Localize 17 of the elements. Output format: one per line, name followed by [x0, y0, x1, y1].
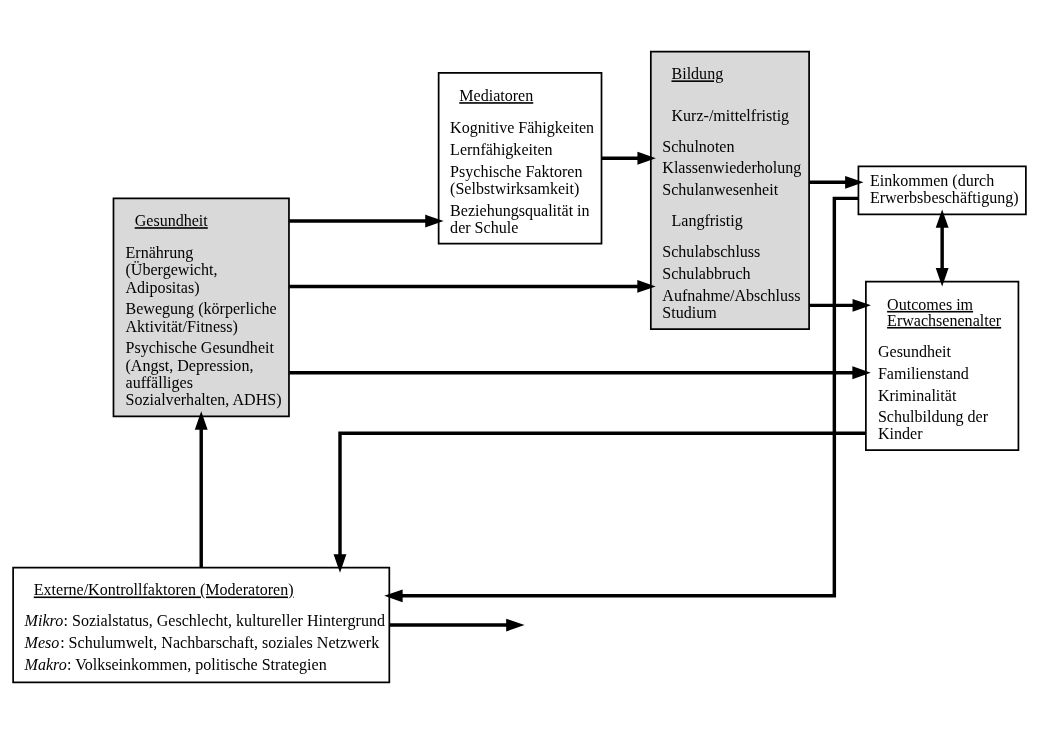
arrow: [809, 175, 864, 189]
arrow: [389, 618, 525, 632]
arrow: [289, 214, 444, 228]
node-box: Externe/Kontrollfaktoren (Moderatoren) Mikro: Sozialstatus, Geschlecht, kultureller Hintergrund Meso: Schulumwelt, Nachbarschaft, soziales Netzwerk Makro: Volkseinkommen, politische Strategien: [12, 566, 391, 684]
node-box: Gesundheit Ernährung (Übergewicht, Adipositas) Bewegung (körperliche Aktivität/Fitness) Psychische Gesundheit (Angst, Depression, auffälliges Sozialverhalten, ADHS): [112, 197, 290, 418]
arrow: [601, 151, 656, 165]
node-box: Bildung Kurz-/mittelfristig Schulnoten Klassenwiederholung Schulanwesenheit Langfristig Schulabschluss Schulabbruch Aufnahme/Abschluss Studium: [649, 50, 810, 330]
node-box: Outcomes im Erwachsenenalter Gesundheit Familienstand Kriminalität Schulbildung der Kinder: [865, 280, 1020, 451]
arrow: [809, 298, 871, 312]
node-box: Einkommen (durch Erwerbsbeschäftigung): [857, 165, 1027, 216]
arrow: [194, 411, 208, 568]
arrow: [289, 280, 656, 293]
arrow: [935, 209, 949, 287]
arrow: [384, 196, 859, 603]
node-box: Mediatoren Kognitive Fähigkeiten Lernfähigkeiten Psychische Faktoren (Selbstwirksamkeit) Beziehungsqualität in der Schule: [437, 71, 603, 245]
arrow: [289, 366, 871, 380]
arrow: [333, 431, 866, 573]
